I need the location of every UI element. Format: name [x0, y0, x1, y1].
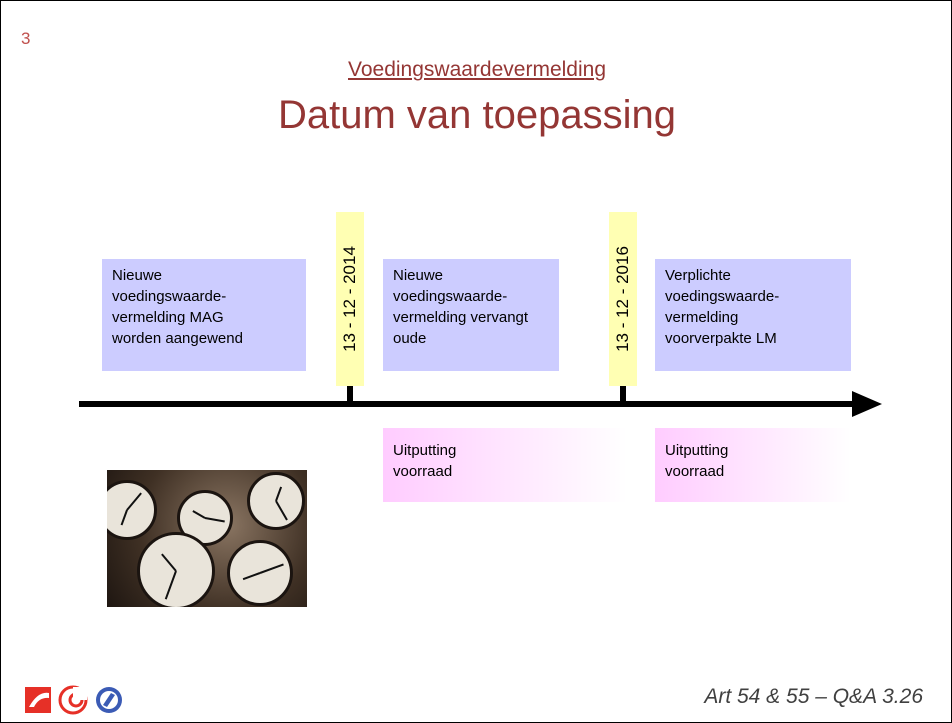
- timeline-tick-2016: [620, 386, 626, 403]
- stock-box-2: Uitputting voorraad: [655, 428, 851, 502]
- phase-line: vermelding MAG: [112, 309, 224, 326]
- phase-line: vermelding vervangt: [393, 309, 529, 326]
- clock-icon: [137, 532, 215, 607]
- phase-box-mandatory: Verplichte voedingswaarde- vermelding vo…: [655, 259, 851, 371]
- date-text: 13 - 12 - 2016: [613, 246, 632, 352]
- timeline-axis: [79, 401, 861, 407]
- clock-icon: [107, 480, 157, 540]
- phase-box-replaces: Nieuwe voedingswaarde- vermelding vervan…: [383, 259, 559, 371]
- clocks-photo: [107, 470, 307, 607]
- stock-line: voorraad: [665, 463, 725, 480]
- stock-line: voorraad: [393, 463, 453, 480]
- phase-line: worden aangewend: [112, 330, 243, 347]
- blue-circle-logo-icon: [96, 687, 122, 713]
- phase-line: voedingswaarde-: [112, 288, 227, 305]
- timeline-arrow-icon: [852, 391, 882, 417]
- phase-line: Nieuwe: [112, 267, 163, 284]
- stock-box-1: Uitputting voorraad: [383, 428, 627, 502]
- stock-line: Uitputting: [393, 442, 457, 459]
- phase-line: voedingswaarde-: [665, 288, 780, 305]
- phase-line: Nieuwe: [393, 267, 444, 284]
- logo-icons: [25, 685, 122, 715]
- curl-logo-icon: [58, 685, 88, 715]
- logo-group: [25, 685, 135, 715]
- timeline-tick-2014: [347, 386, 353, 403]
- slide-subtitle: Voedingswaardevermelding: [348, 58, 606, 81]
- stock-line: Uitputting: [665, 442, 729, 459]
- slide-title: Datum van toepassing: [277, 93, 676, 137]
- phase-line: Verplichte: [665, 267, 731, 284]
- slide-number: 3: [21, 29, 31, 48]
- red-flag-logo-icon: [25, 687, 51, 713]
- phase-line: vermelding: [665, 309, 739, 326]
- clock-icon: [227, 540, 293, 606]
- phase-box-optional: Nieuwe voedingswaarde- vermelding MAG wo…: [102, 259, 306, 371]
- date-label-2016: 13 - 12 - 2016: [609, 212, 637, 386]
- date-label-2014: 13 - 12 - 2014: [336, 212, 364, 386]
- phase-line: voorverpakte LM: [665, 330, 777, 347]
- clock-icon: [247, 472, 305, 530]
- phase-line: oude: [393, 330, 427, 347]
- phase-line: voedingswaarde-: [393, 288, 508, 305]
- date-text: 13 - 12 - 2014: [340, 246, 359, 352]
- footer-reference: Art 54 & 55 – Q&A 3.26: [704, 685, 923, 708]
